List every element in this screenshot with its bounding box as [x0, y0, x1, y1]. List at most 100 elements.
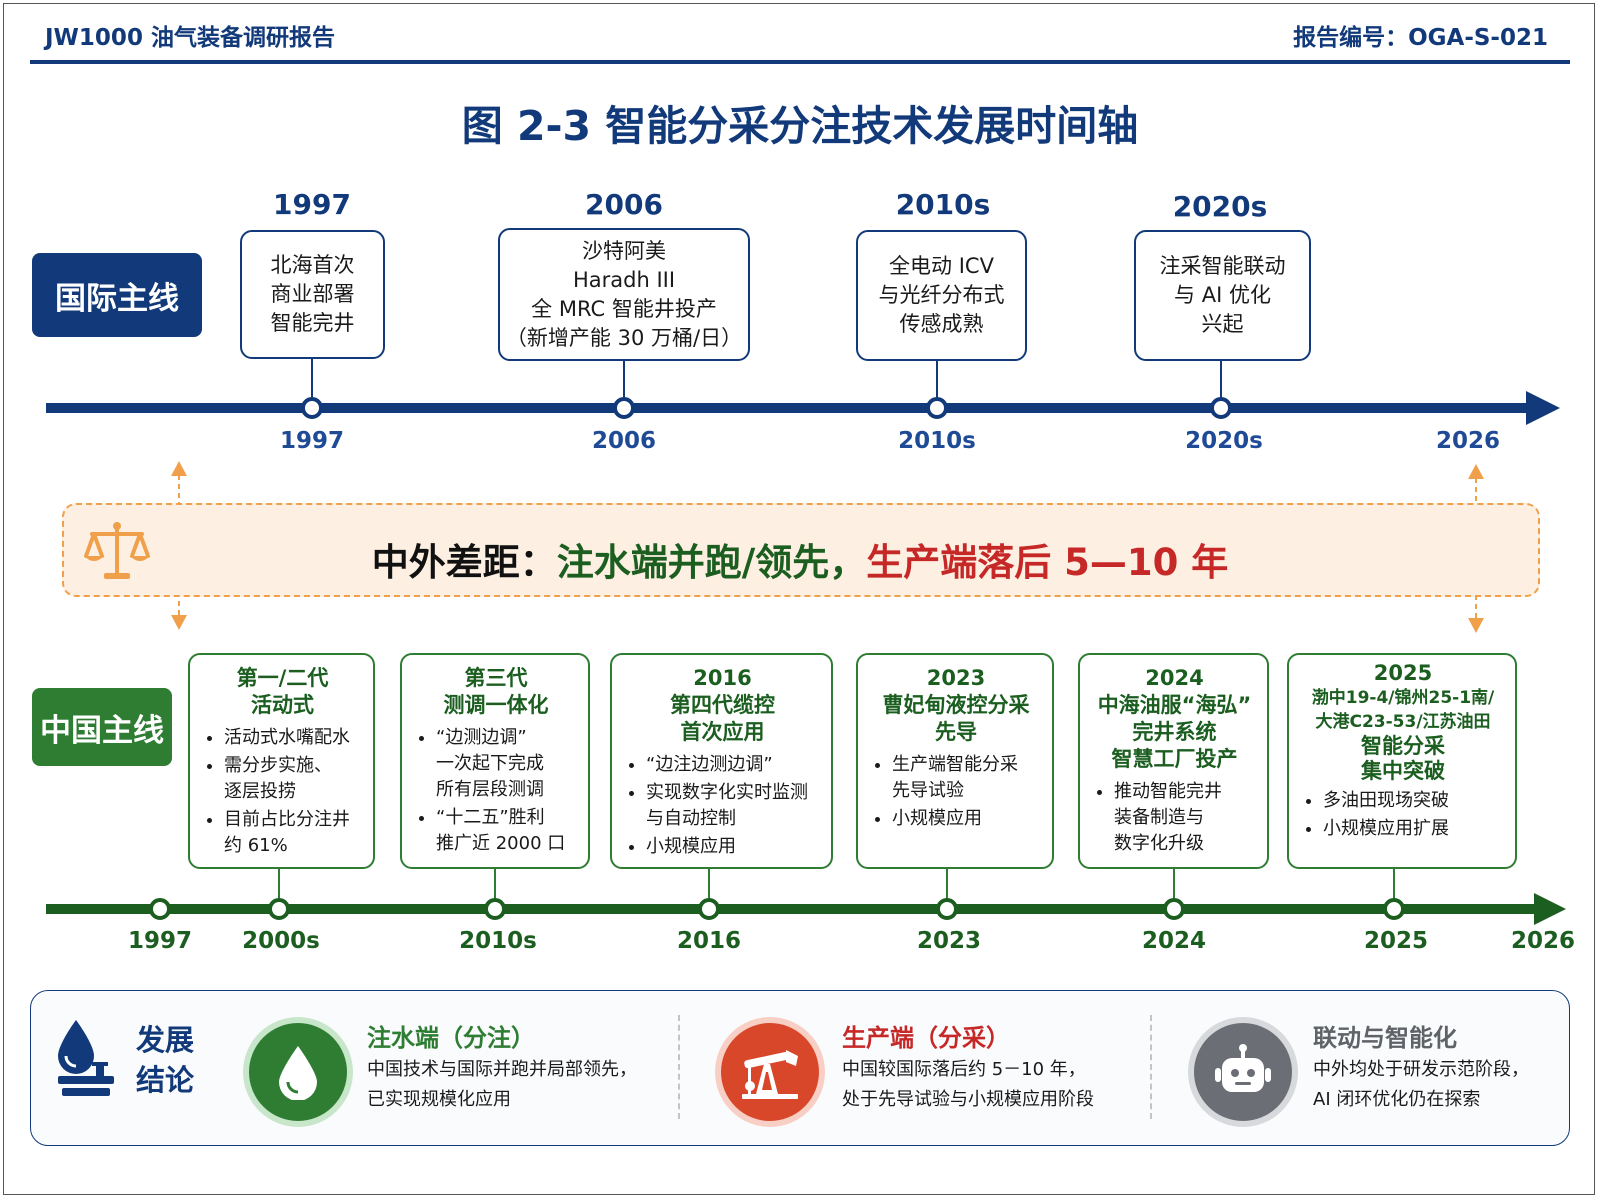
- cn-axis-label: 2025: [1363, 928, 1428, 954]
- gap-arrow-left-head: [171, 615, 187, 630]
- conclusion-item-title: 注水端（分注）: [367, 1024, 535, 1052]
- figure-title: 图 2-3 智能分采分注技术发展时间轴: [461, 102, 1139, 150]
- gap-statement: 中外差距：注水端并跑/领先，生产端落后 5—10 年: [0, 532, 1600, 586]
- cn-lane-label: 中国主线: [32, 688, 172, 766]
- cn-event-title: 第一/二代: [236, 666, 329, 690]
- intl-event-line: 兴起: [1201, 312, 1244, 336]
- header-rule: [30, 60, 1570, 64]
- page-frame: [3, 3, 1595, 1195]
- intl-axis-arrow: [1526, 391, 1560, 425]
- cn-event-title: 测调一体化: [443, 693, 549, 717]
- cn-event-title: 集中突破: [1361, 759, 1445, 783]
- conclusion-item-desc: 中国技术与国际并跑并局部领先， 已实现规模化应用: [367, 1059, 637, 1110]
- intl-event-line: 与光纤分布式: [878, 283, 1005, 307]
- intl-axis-label: 1997: [279, 428, 344, 454]
- intl-event-line: 与 AI 优化: [1174, 283, 1271, 307]
- intl-node: [1210, 397, 1232, 419]
- conclusion-label: 发展 结论: [136, 1023, 195, 1097]
- cn-event-bullet: 活动式水嘴配水: [224, 725, 363, 751]
- cn-event-bullet: “边注边测边调”: [646, 752, 821, 778]
- gap-injection: 注水端并跑/领先，: [556, 541, 867, 584]
- cn-event-bullet: 小规模应用扩展: [1323, 816, 1505, 842]
- intl-event-box: 全电动 ICV 与光纤分布式 传感成熟: [856, 230, 1027, 361]
- water-drop-icon: [243, 1017, 353, 1127]
- cn-axis-label: 2000s: [242, 928, 320, 954]
- intl-event-year: 2020s: [1172, 190, 1268, 223]
- intl-event-box: 北海首次 商业部署 智能完井: [240, 230, 385, 359]
- intl-event-line: 全电动 ICV: [889, 254, 994, 278]
- intl-event-line: 沙特阿美: [582, 238, 666, 263]
- cn-axis-arrow: [1534, 893, 1566, 925]
- gap-production: 生产端落后 5—10 年: [866, 541, 1229, 584]
- pumpjack-icon: [715, 1017, 825, 1127]
- cn-axis-label: 2024: [1141, 928, 1206, 954]
- cn-event-title: 智慧工厂投产: [1111, 747, 1238, 771]
- intl-lane-label: 国际主线: [32, 253, 202, 337]
- cn-event-bullet: 需分步实施、逐层投捞: [224, 753, 363, 805]
- cn-event-title: 活动式: [251, 693, 314, 717]
- conclusion-item-title: 联动与智能化: [1313, 1024, 1457, 1052]
- cn-axis-label: 2016: [676, 928, 741, 954]
- conclusion-divider: [1150, 1015, 1152, 1119]
- cn-event-box: 2025 渤中19-4/锦州25-1南/ 大港C23-53/江苏油田 智能分采 …: [1287, 653, 1517, 869]
- intl-node: [613, 397, 635, 419]
- conclusion-item-title: 生产端（分采）: [842, 1024, 1010, 1052]
- intl-event-line: 传感成熟: [899, 312, 984, 336]
- cn-axis: [46, 904, 1546, 914]
- gap-arrow-right-head: [1468, 618, 1484, 633]
- cn-event-title: 渤中19-4/锦州25-1南/: [1311, 688, 1495, 708]
- cn-event-title: 智能分采: [1361, 734, 1445, 758]
- cn-node: [936, 898, 958, 920]
- intl-event-line: Haradh III: [572, 267, 676, 292]
- cn-axis-label: 1997: [127, 928, 192, 954]
- cn-event-bullet: 小规模应用: [646, 834, 821, 860]
- intl-event-line: 注采智能联动: [1159, 254, 1286, 278]
- cn-node: [149, 898, 171, 920]
- cn-node: [698, 898, 720, 920]
- intl-event-year: 1997: [273, 188, 351, 221]
- intl-axis-label: 2026: [1435, 428, 1500, 454]
- cn-node: [484, 898, 506, 920]
- gap-arrow-right-head: [1468, 464, 1484, 479]
- cn-node: [1383, 898, 1405, 920]
- water-oil-icon: [58, 1020, 114, 1096]
- intl-axis-label: 2010s: [898, 428, 976, 454]
- cn-event-title: 曹妃甸液控分采: [882, 693, 1030, 717]
- intl-event-line: 全 MRC 智能井投产: [531, 296, 717, 321]
- robot-icon: [1188, 1017, 1298, 1127]
- gap-prefix: 中外差距：: [371, 541, 557, 584]
- intl-event-box: 注采智能联动 与 AI 优化 兴起: [1134, 230, 1311, 361]
- cn-event-title: 首次应用: [680, 720, 765, 744]
- conclusion-item-desc: 中外均处于研发示范阶段， AI 闭环优化仍在探索: [1313, 1059, 1529, 1110]
- cn-node: [268, 898, 290, 920]
- cn-event-box: 2016 第四代缆控 首次应用 “边注边测边调” 实现数字化实时监测与自动控制 …: [610, 653, 833, 869]
- cn-node: [1163, 898, 1185, 920]
- intl-event-year: 2010s: [895, 188, 991, 221]
- cn-event-title: 2024: [1145, 666, 1204, 690]
- intl-event-line: （新增产能 30 万桶/日）: [505, 325, 743, 350]
- report-number: 报告编号：OGA-S-021: [1293, 25, 1548, 51]
- gap-arrow-left-head: [171, 461, 187, 476]
- intl-event-line: 智能完井: [270, 311, 355, 335]
- cn-axis-label: 2026: [1510, 928, 1575, 954]
- intl-axis-label: 2020s: [1185, 428, 1263, 454]
- cn-event-title: 中海油服“海弘”: [1097, 693, 1252, 717]
- intl-node: [301, 397, 323, 419]
- cn-event-title: 第三代: [464, 666, 528, 690]
- intl-event-line: 北海首次: [270, 253, 355, 277]
- intl-axis-label: 2006: [591, 428, 656, 454]
- cn-event-title: 第四代缆控: [670, 693, 775, 717]
- cn-event-title: 2023: [926, 666, 986, 690]
- cn-event-title: 2016: [693, 666, 752, 690]
- intl-axis: [46, 403, 1536, 413]
- cn-axis-label: 2010s: [459, 928, 537, 954]
- cn-event-title: 2025: [1373, 661, 1433, 685]
